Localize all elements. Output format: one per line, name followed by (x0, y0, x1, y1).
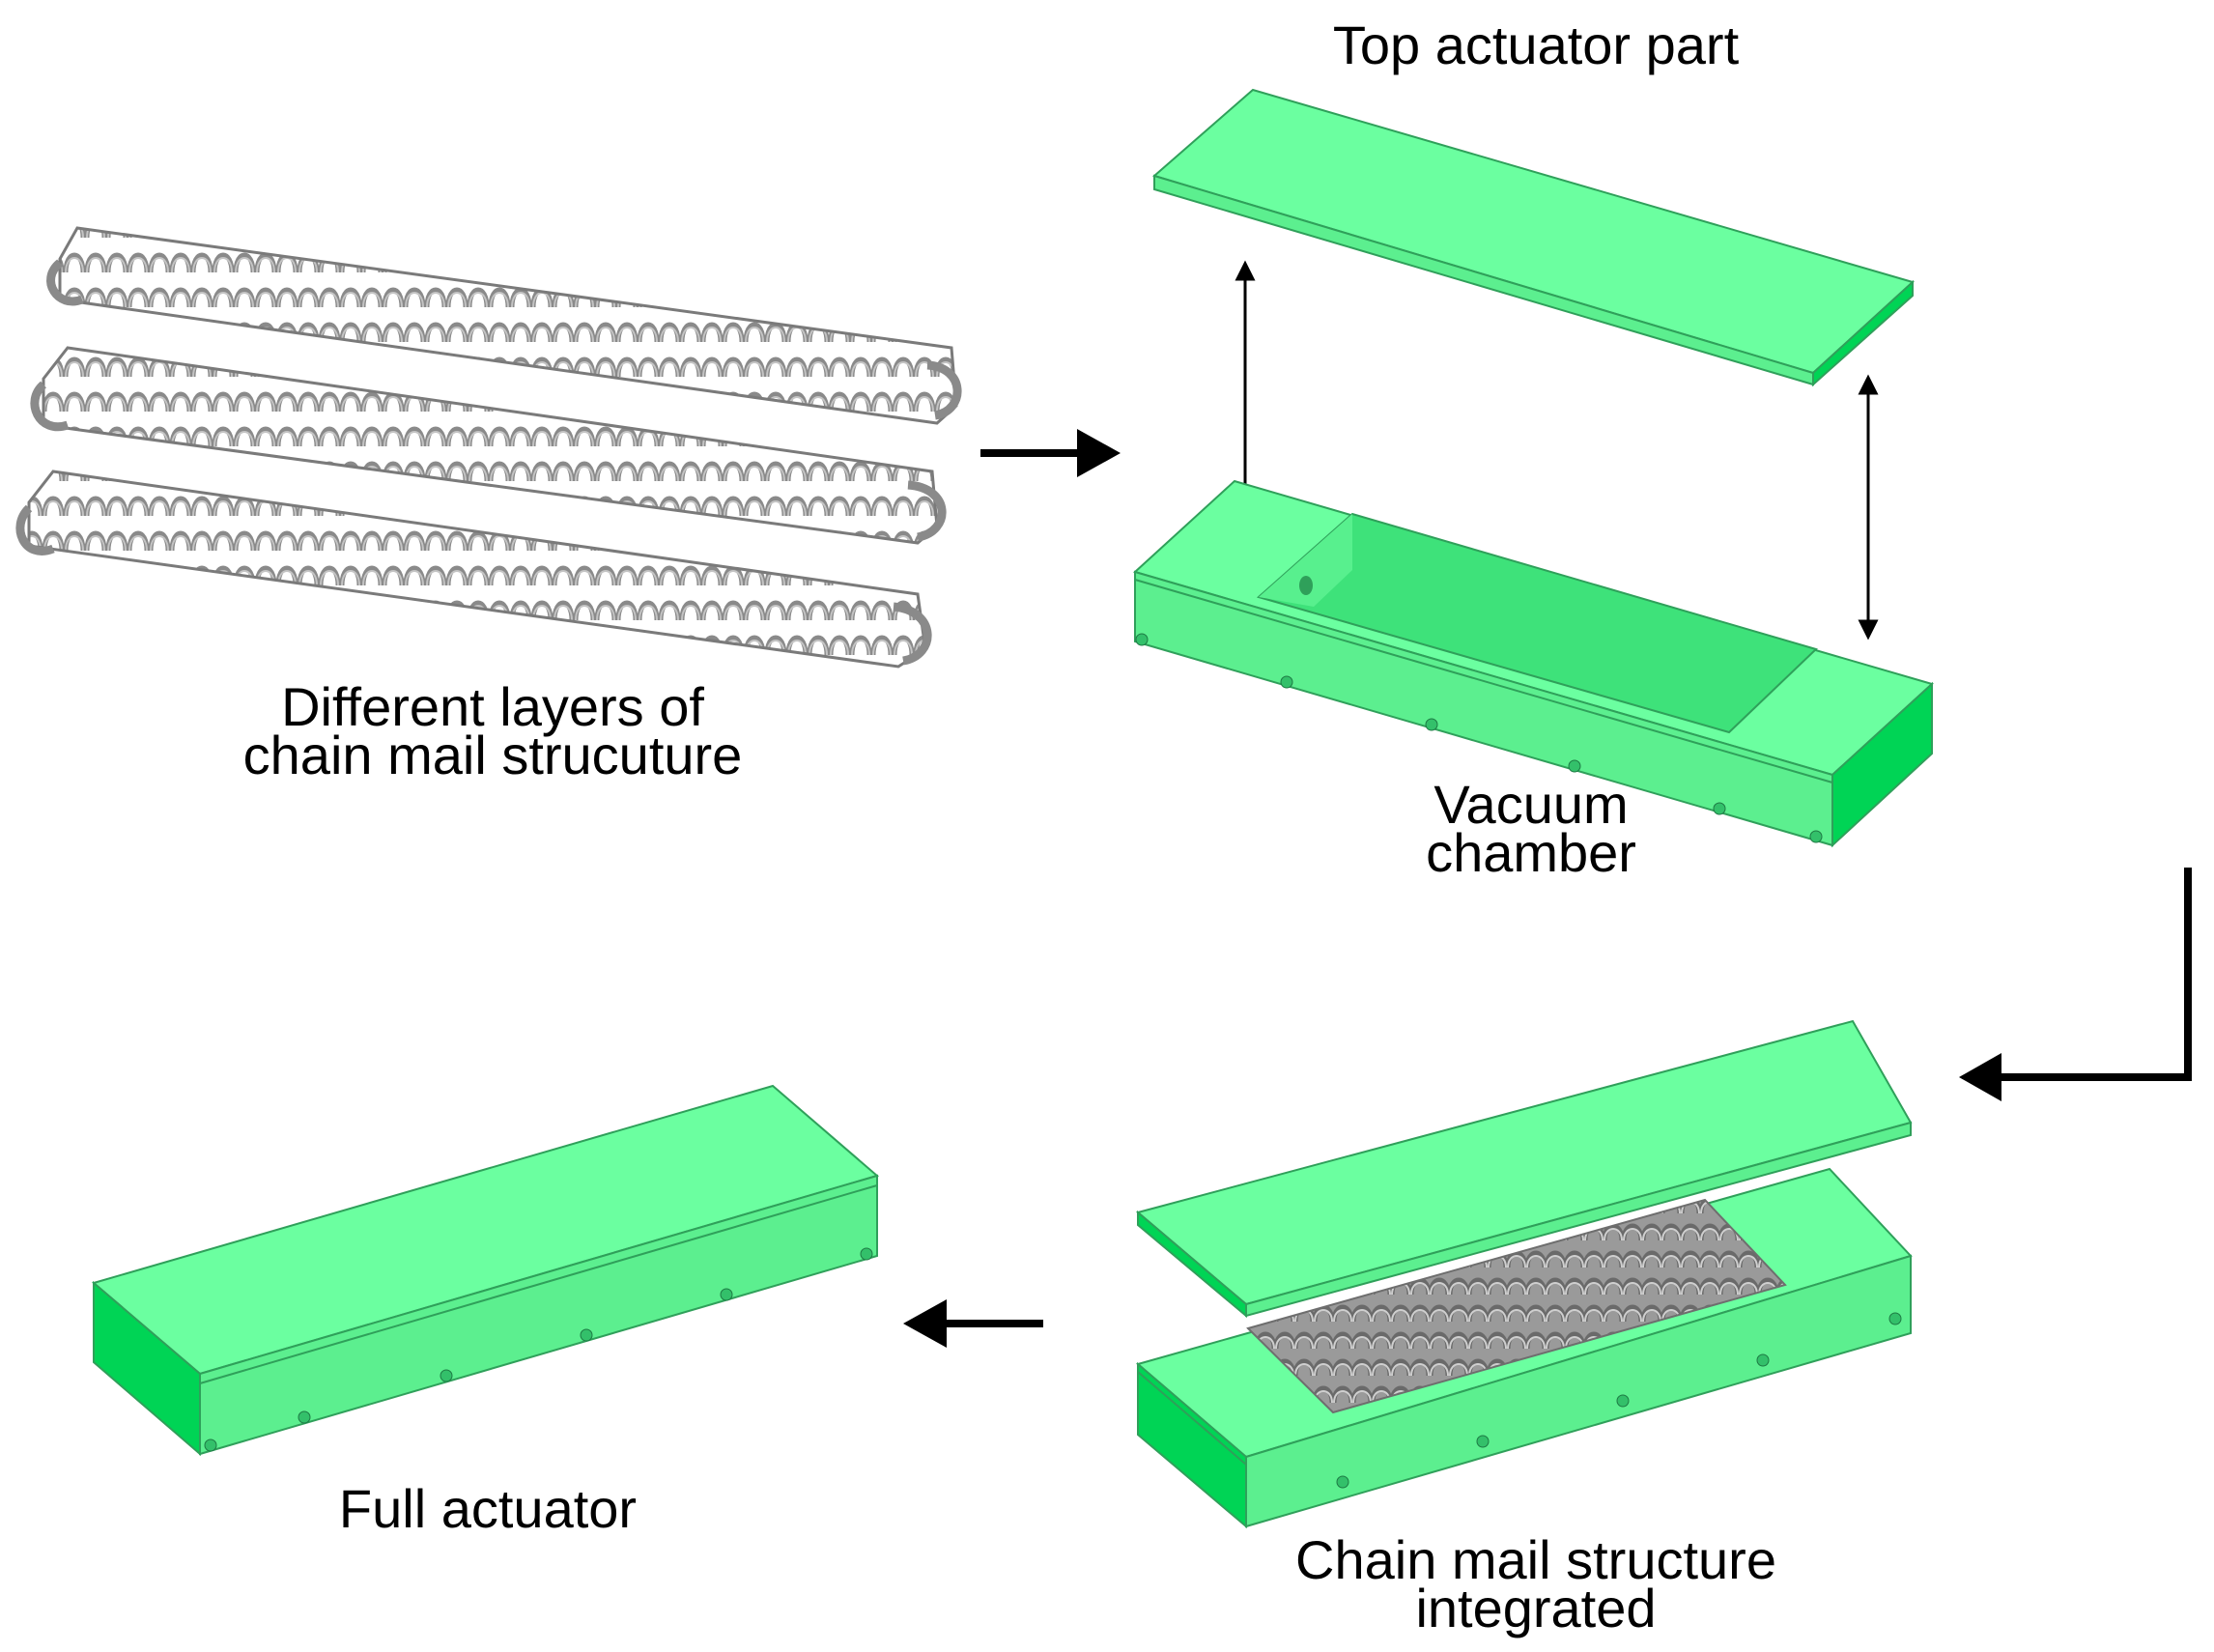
caption-chain-layers: Different layers of chain mail strucutur… (193, 676, 792, 785)
chain-mail-layers (15, 226, 962, 669)
chain-layer-2 (30, 346, 947, 545)
caption-chain-layers-line1: Different layers of (281, 676, 704, 737)
caption-integrated-line2: integrated (1415, 1578, 1657, 1638)
arrow-right (980, 429, 1121, 477)
caption-vacuum-line1: Vacuum (1433, 774, 1629, 835)
arrow-left (903, 1299, 1043, 1348)
vacuum-chamber (1133, 479, 1934, 848)
caption-full-actuator: Full actuator (338, 1478, 638, 1539)
caption-integrated-line1: Chain mail structure (1295, 1529, 1776, 1590)
screw-holes (1135, 633, 1823, 843)
chain-integrated-assembly (1135, 1019, 1913, 1529)
chain-layer-1 (46, 226, 962, 425)
arrow-down-left (1959, 868, 2192, 1101)
full-actuator (91, 1084, 880, 1457)
caption-vacuum-line2: chamber (1426, 822, 1636, 883)
chain-mesh-inside (1246, 1198, 1787, 1414)
caption-top-part: Top actuator part (1332, 14, 1740, 75)
screw-holes-2 (1336, 1312, 1902, 1489)
screw-holes-3 (204, 1247, 873, 1452)
caption-vacuum-chamber: Vacuum chamber (1338, 774, 1724, 883)
chain-layer-3 (15, 470, 932, 669)
caption-chain-layers-line2: chain mail strucuture (242, 725, 743, 785)
top-actuator-part (1151, 88, 1915, 387)
caption-chain-integrated: Chain mail structure integrated (1236, 1529, 1835, 1638)
